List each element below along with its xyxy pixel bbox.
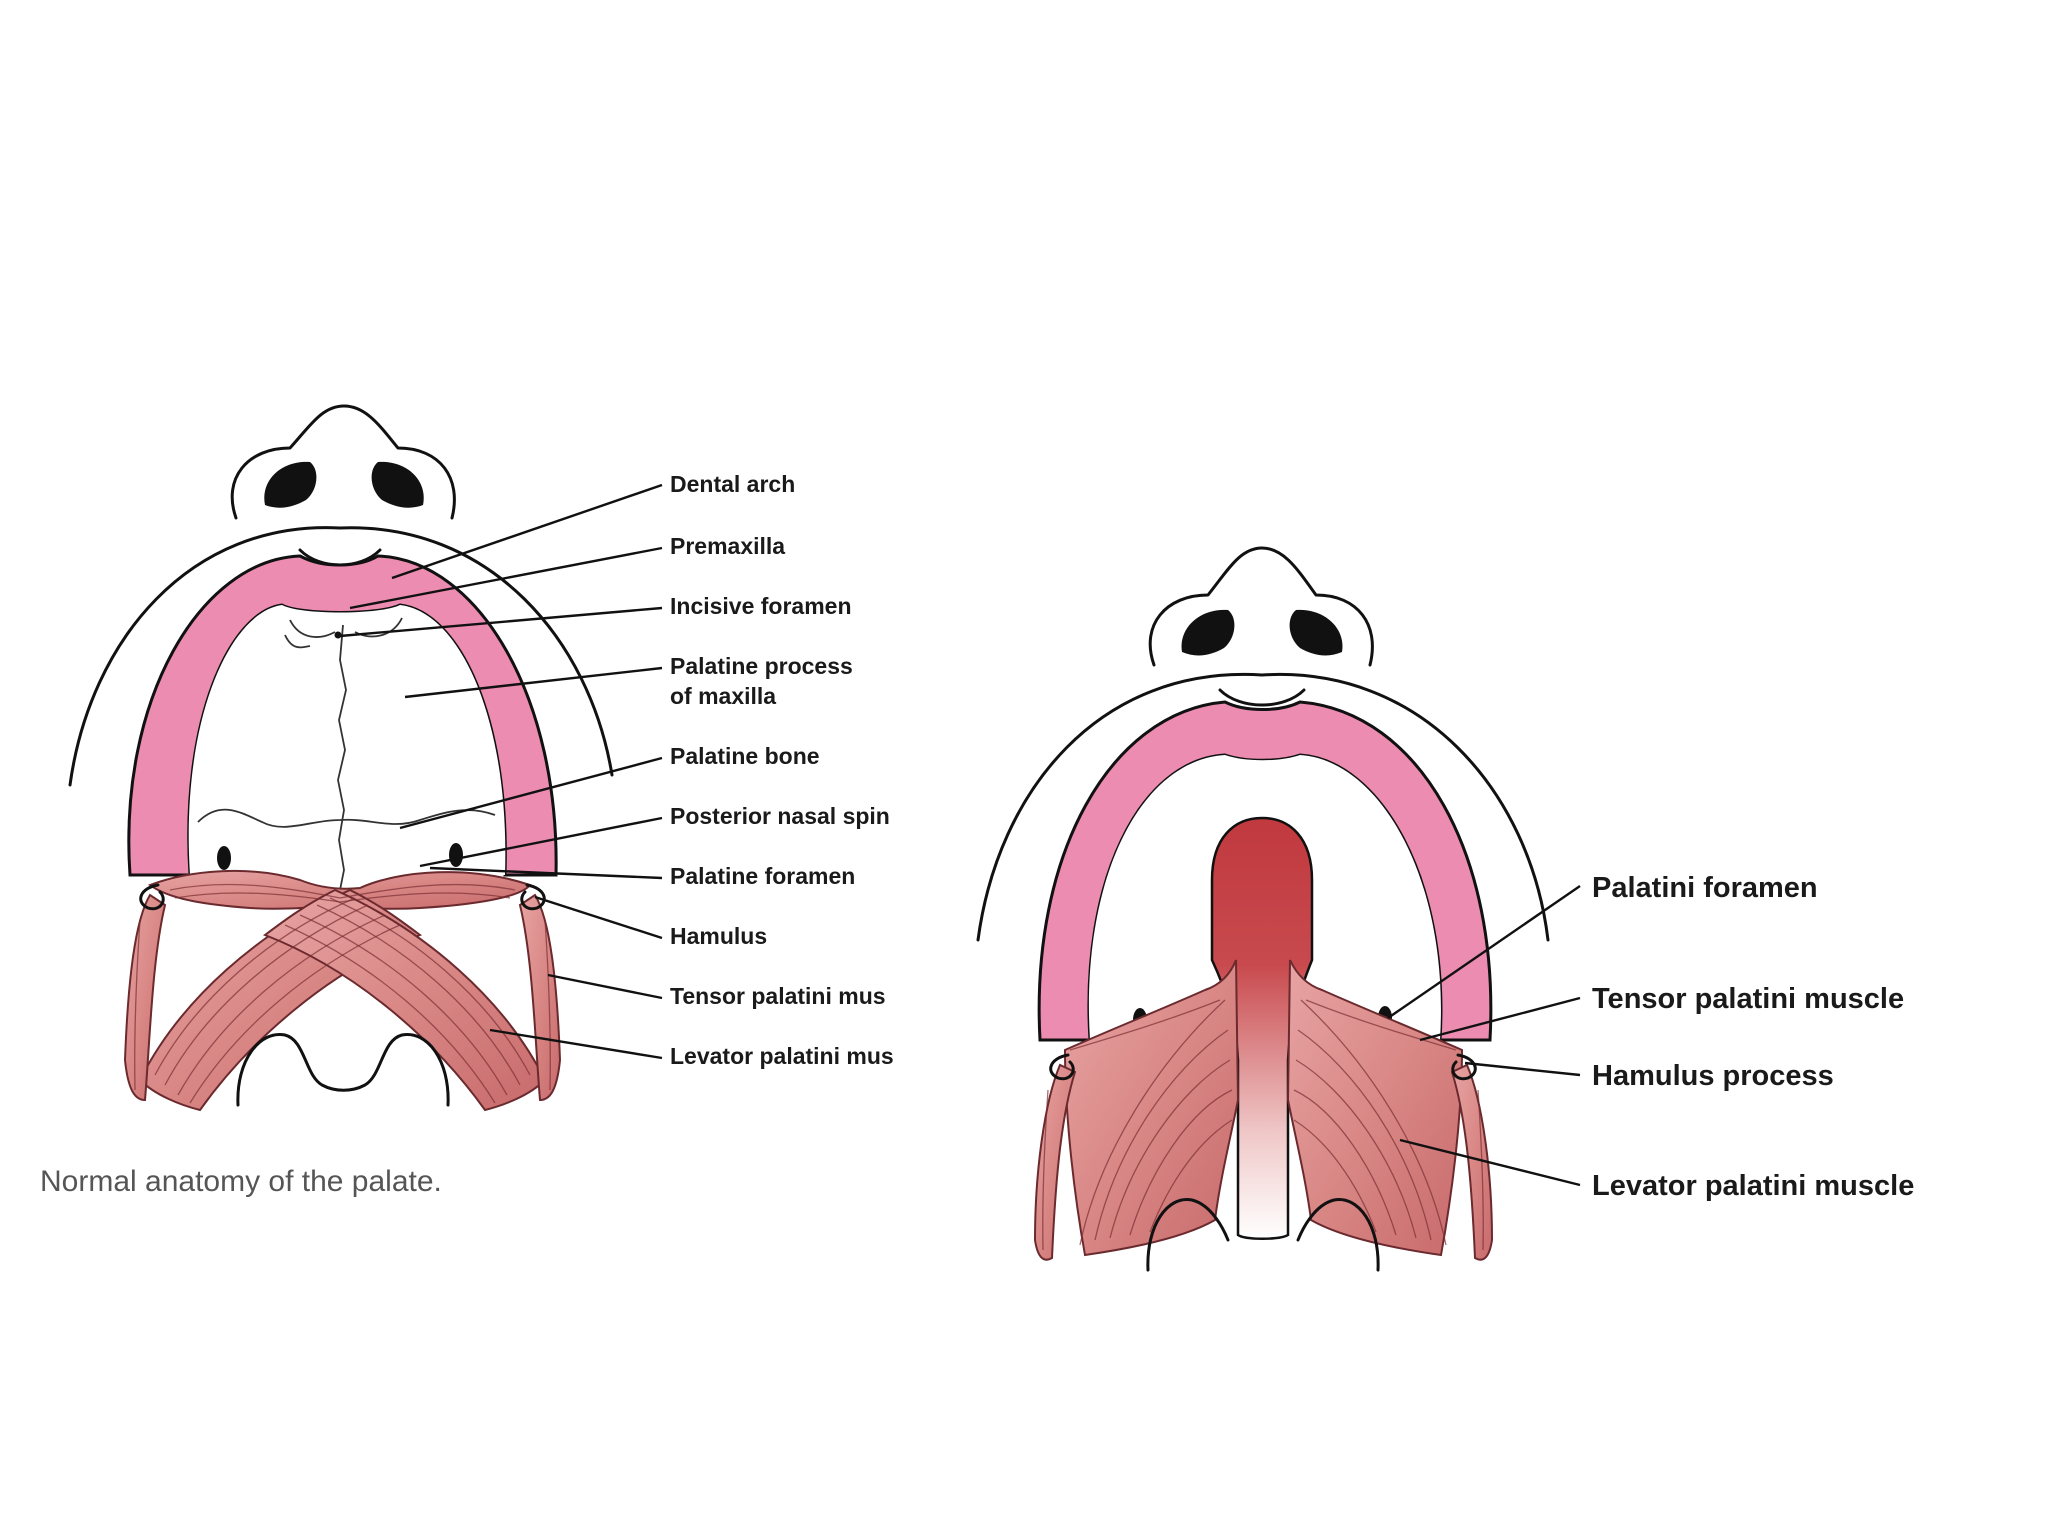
- right-diagram-right-tendon: [1450, 1063, 1494, 1261]
- outer-arch-line-right: [976, 672, 1550, 942]
- right-labels: Palatini foramen Tensor palatini muscle …: [1592, 872, 1914, 1202]
- midline-suture: [337, 624, 347, 891]
- right-pharynx-outline: [1146, 1197, 1380, 1272]
- label-levator-palatini-muscle: Levator palatini muscle: [1592, 1170, 1914, 1202]
- left-labels: Dental arch Premaxilla Incisive foramen …: [670, 471, 894, 1069]
- label-palatine-foramen: Palatine foramen: [670, 863, 855, 889]
- figure-caption: Normal anatomy of the palate.: [40, 1165, 442, 1198]
- label-hamulus-process: Hamulus process: [1592, 1060, 1834, 1092]
- outer-dental-arch-line: [68, 526, 614, 787]
- label-premaxilla: Premaxilla: [670, 533, 785, 559]
- right-diagram-right-hamulus: [1451, 1053, 1477, 1081]
- right-diagram-left-hamulus: [1049, 1053, 1075, 1081]
- right-hamulus: [520, 883, 546, 911]
- label-palatini-foramen: Palatini foramen: [1592, 872, 1818, 904]
- normal-palate-illustration: [68, 404, 614, 1112]
- right-diagram-left-tendon: [1033, 1063, 1077, 1261]
- left-leader-lines: [339, 483, 663, 1060]
- label-palatine-bone: Palatine bone: [670, 743, 820, 769]
- label-incisive-foramen: Incisive foramen: [670, 593, 852, 619]
- right-nostril-right: [1289, 609, 1343, 656]
- split-muscle-left: [1063, 959, 1240, 1257]
- nose-right: [1148, 546, 1374, 667]
- incisive-foramen-dot: [334, 631, 342, 639]
- hard-palate: [188, 605, 506, 875]
- tensor-palatini-band: [147, 869, 532, 910]
- label-tensor-palatini-muscle: Tensor palatini muscle: [1592, 983, 1904, 1015]
- right-diagram-muscle-fibers: [1042, 999, 1484, 1251]
- split-muscle-right: [1286, 959, 1464, 1257]
- cleft-palate-illustration: [976, 546, 1550, 1272]
- left-diagram-muscle-fibers: [134, 883, 551, 1104]
- nose-left: [230, 404, 456, 520]
- lip-notch-right: [1218, 688, 1306, 707]
- right-nostril-left: [1181, 609, 1235, 656]
- label-levator-palatini: Levator palatini mus: [670, 1043, 894, 1069]
- left-palatine-foramen: [217, 846, 231, 870]
- right-leader-lines: [1387, 885, 1581, 1187]
- label-dental-arch: Dental arch: [670, 471, 795, 497]
- left-hamulus: [139, 883, 165, 911]
- transverse-palatine-suture: [197, 808, 496, 828]
- right-palatine-foramen: [449, 843, 463, 867]
- label-tensor-palatini: Tensor palatini mus: [670, 983, 886, 1009]
- left-nostril-left: [264, 461, 317, 508]
- label-posterior-nasal-spine: Posterior nasal spin: [670, 803, 890, 829]
- label-hamulus: Hamulus: [670, 923, 767, 949]
- label-of-maxilla: of maxilla: [670, 683, 776, 709]
- left-pharynx-outline: [236, 1032, 450, 1107]
- label-palatine-process: Palatine process: [670, 653, 853, 679]
- left-nostril-right: [371, 461, 424, 508]
